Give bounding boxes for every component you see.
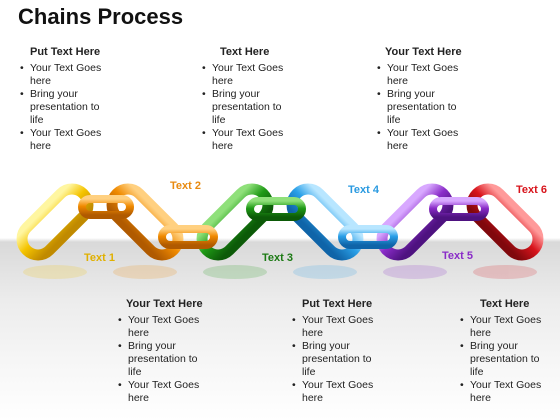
bottom-block-1-item-2: Bring your presentation to life (116, 340, 208, 379)
top-block-2-item-3: Your Text Goes here (200, 127, 292, 153)
top-block-1-item-3: Your Text Goes here (18, 127, 110, 153)
bottom-block-1-item-1: Your Text Goes here (116, 314, 208, 340)
bottom-block-2-item-3: Your Text Goes here (290, 379, 382, 405)
connector-link-orange-green (158, 225, 218, 249)
reflection-4 (293, 265, 357, 279)
top-block-3-item-3: Your Text Goes here (375, 127, 467, 153)
bottom-block-2-heading: Put Text Here (302, 298, 373, 310)
chain-diagram (16, 183, 544, 279)
page-title: Chains Process (18, 4, 184, 29)
bottom-block-3-item-2: Bring your presentation to life (458, 340, 550, 379)
reflection-3 (203, 265, 267, 279)
top-block-3-heading: Your Text Here (385, 46, 462, 58)
bottom-block-3-heading: Text Here (480, 298, 530, 310)
chain-link-3 (196, 183, 274, 261)
bottom-block-1-heading: Your Text Here (126, 298, 203, 310)
top-block-3: Your Text Here Your Text Goes here Bring… (375, 46, 525, 153)
link-label-6: Text 6 (516, 184, 547, 196)
top-block-2: Text Here Your Text Goes here Bring your… (200, 46, 350, 153)
link-label-3: Text 3 (262, 252, 293, 264)
connector-link-green (246, 197, 306, 221)
top-block-1-item-2: Bring your presentation to life (18, 88, 110, 127)
reflection-1 (23, 265, 87, 279)
chain-link-6 (466, 183, 544, 261)
top-block-1-heading: Put Text Here (30, 46, 101, 58)
bottom-block-1: Your Text Here Your Text Goes here Bring… (116, 298, 266, 405)
top-block-1: Put Text Here Your Text Goes here Bring … (18, 46, 168, 153)
link-label-2: Text 2 (170, 180, 201, 192)
connector-link-yellow-orange (78, 195, 134, 219)
link-label-5: Text 5 (442, 250, 473, 262)
reflection-2 (113, 265, 177, 279)
chain-link-1 (16, 183, 94, 261)
top-block-2-item-1: Your Text Goes here (200, 62, 292, 88)
link-label-1: Text 1 (84, 252, 115, 264)
chain-link-2 (106, 183, 184, 261)
top-block-2-item-2: Bring your presentation to life (200, 88, 292, 127)
connector-link-purple (429, 197, 489, 221)
bottom-block-3: Text Here Your Text Goes here Bring your… (458, 298, 558, 405)
bottom-block-2-item-2: Bring your presentation to life (290, 340, 382, 379)
bottom-block-3-item-1: Your Text Goes here (458, 314, 550, 340)
bottom-block-3-item-3: Your Text Goes here (458, 379, 550, 405)
bottom-block-2-item-1: Your Text Goes here (290, 314, 382, 340)
connector-link-blue (338, 225, 398, 249)
top-block-3-item-1: Your Text Goes here (375, 62, 467, 88)
link-label-4: Text 4 (348, 184, 379, 196)
chain-link-5 (376, 183, 454, 261)
bottom-block-1-item-3: Your Text Goes here (116, 379, 208, 405)
top-block-1-item-1: Your Text Goes here (18, 62, 110, 88)
reflection-6 (473, 265, 537, 279)
bottom-block-2: Put Text Here Your Text Goes here Bring … (290, 298, 440, 405)
top-block-3-item-2: Bring your presentation to life (375, 88, 467, 127)
reflection-5 (383, 265, 447, 279)
top-block-2-heading: Text Here (220, 46, 270, 58)
